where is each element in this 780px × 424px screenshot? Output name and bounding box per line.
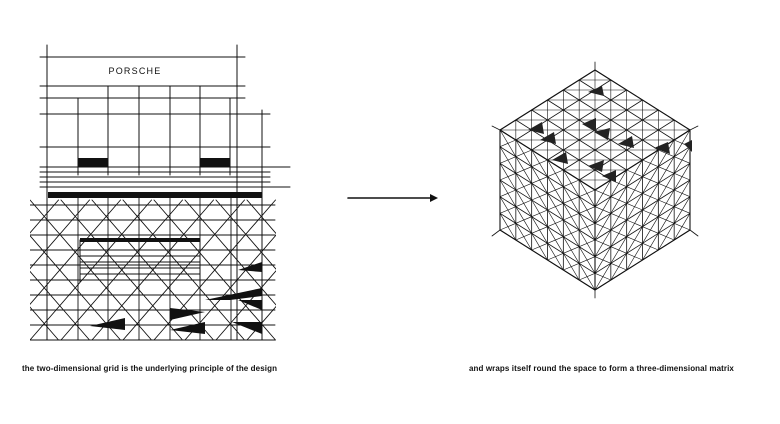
right-caption: and wraps itself round the space to form… xyxy=(469,364,734,373)
transition-arrow-icon xyxy=(347,194,438,202)
left-caption: the two-dimensional grid is the underlyi… xyxy=(22,364,278,373)
right-cube-sketch xyxy=(491,61,699,299)
left-grid-sketch: PORSCHE xyxy=(0,0,320,350)
porsche-sign-text: PORSCHE xyxy=(109,66,162,76)
